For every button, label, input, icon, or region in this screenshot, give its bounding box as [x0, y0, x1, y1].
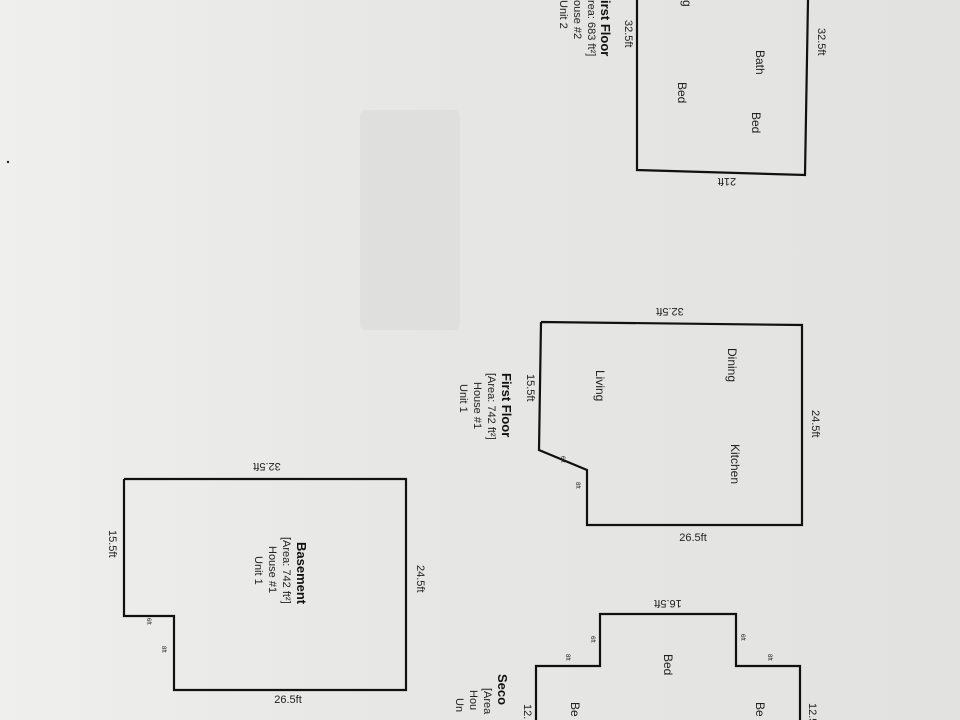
dim-left: 15.5ft — [106, 530, 118, 558]
dim-left: 15.5ft — [524, 374, 536, 402]
room-kitchen: Kitchen — [728, 444, 742, 484]
dim-bottom: 21ft — [718, 175, 736, 187]
dim-notch-a: 6ft — [559, 456, 565, 463]
plan-top-unit2: 32.5ft 32.5ft 21ft Bath Bed Bed g irst F… — [557, 0, 827, 187]
plan-title: irst Floor — [598, 0, 613, 56]
plan-title: First Floor — [499, 373, 514, 437]
plan-basement-unit1: 32.5ft 24.5ft 15.5ft 26.5ft 6ft 8ft Base… — [106, 460, 426, 706]
plan-area: [Area: 742 ft²] — [485, 373, 497, 440]
plan-first-floor-outline — [537, 320, 804, 527]
plan-house: Hou — [467, 690, 479, 710]
plan-unit: Unit 2 — [557, 0, 569, 29]
plan-area: [Area: 742 ft²] — [280, 537, 292, 604]
dim-top: 16.5ft — [654, 597, 682, 609]
dim-right: 12.5 — [806, 703, 818, 720]
plan-area: rea: 683 ft²] — [585, 0, 597, 56]
room-dining: Dining — [725, 348, 739, 382]
dim-notch-a: 6ft — [145, 618, 151, 625]
plan-second-floor-partial: 16.5ft 12.5 12. 6ft 8ft 6ft 8ft Bed Be B… — [453, 597, 818, 720]
room-partial: g — [680, 0, 694, 7]
plan-house: House #1 — [471, 382, 483, 429]
dim-step: 6ft — [739, 634, 745, 641]
dim-top: 32.5ft — [815, 28, 827, 56]
dim-step: 8ft — [564, 654, 570, 661]
dim-step: 8ft — [766, 654, 772, 661]
dim-top: 32.5ft — [253, 460, 281, 472]
dim-bottom: 26.5ft — [679, 532, 707, 544]
plan-unit: Unit 1 — [457, 384, 469, 413]
plan-basement-outline — [122, 477, 408, 692]
room-bed: Bed — [749, 112, 763, 133]
room-bed: Bed — [661, 654, 675, 675]
plan-top-outline — [635, 0, 810, 177]
dim-notch-b: 8ft — [574, 482, 580, 489]
paper-speck — [6, 160, 10, 164]
paper-smudge — [360, 110, 460, 330]
plan-first-floor-unit1: 32.5ft 24.5ft 15.5ft 26.5ft 6ft 8ft Dini… — [457, 305, 821, 544]
plan-title: Basement — [294, 542, 309, 605]
plan-unit: Un — [453, 698, 465, 712]
dim-right: 24.5ft — [809, 410, 821, 438]
plan-title: Seco — [495, 674, 510, 705]
dim-notch-b: 8ft — [160, 646, 166, 653]
room-bed-partial: Be — [753, 702, 767, 717]
plan-house: House #1 — [266, 546, 278, 593]
plan-house: ouse #2 — [571, 0, 583, 39]
dim-left: 32.5ft — [622, 20, 634, 48]
dim-right: 24.5ft — [414, 565, 426, 593]
room-living: Living — [593, 370, 607, 401]
plan-unit: Unit 1 — [252, 556, 264, 585]
dim-top: 32.5ft — [656, 305, 684, 317]
dim-left: 12. — [521, 704, 533, 719]
dim-bottom: 26.5ft — [274, 694, 302, 706]
room-bath: Bath — [753, 50, 767, 75]
room-bed-partial: Be — [568, 702, 582, 717]
plan-area: [Area — [481, 688, 493, 715]
plan-second-floor-outline — [534, 612, 802, 720]
dim-step: 6ft — [589, 636, 595, 643]
room-bed: Bed — [675, 82, 689, 103]
